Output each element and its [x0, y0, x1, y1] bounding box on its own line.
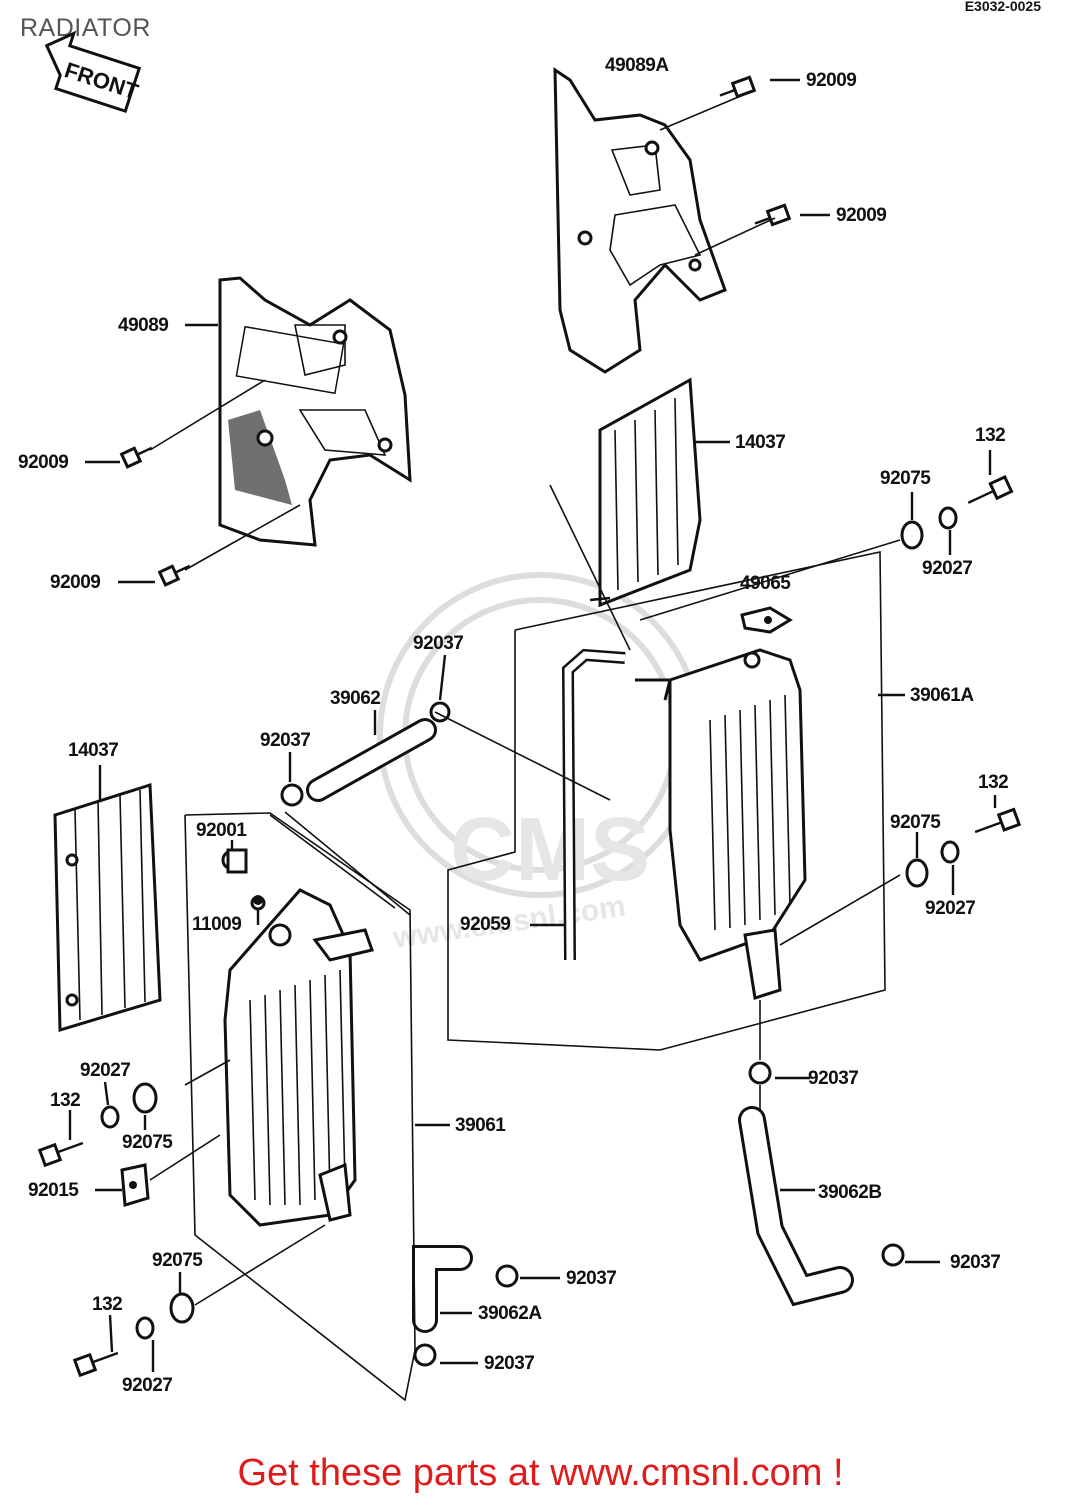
label-49089[interactable]: 49089 — [118, 315, 169, 336]
label-92027-d[interactable]: 92027 — [122, 1375, 173, 1396]
label-92001[interactable]: 92001 — [196, 820, 247, 841]
label-ticks — [68, 78, 997, 1372]
footer-link[interactable]: Get these parts at www.cmsnl.com ! — [237, 1452, 844, 1494]
grommet-92075-icons — [132, 520, 929, 1324]
hose-39062b — [738, 1106, 854, 1307]
breather-tube-92059 — [561, 648, 626, 961]
label-92009-b[interactable]: 92009 — [836, 205, 887, 226]
radiator-39061a — [635, 648, 807, 1000]
label-39062a[interactable]: 39062A — [478, 1303, 542, 1324]
label-132-d[interactable]: 132 — [92, 1294, 123, 1315]
label-92075-b[interactable]: 92075 — [890, 812, 941, 833]
label-92037-d[interactable]: 92037 — [950, 1252, 1001, 1273]
front-arrow-icon: FRONT — [44, 30, 142, 114]
label-92037-e[interactable]: 92037 — [566, 1268, 617, 1289]
shroud-49089a — [553, 67, 727, 374]
label-92027-c[interactable]: 92027 — [80, 1060, 131, 1081]
label-92015[interactable]: 92015 — [28, 1180, 79, 1201]
label-92009-d[interactable]: 92009 — [50, 572, 101, 593]
label-132-c[interactable]: 132 — [50, 1090, 81, 1111]
label-92075-c[interactable]: 92075 — [122, 1132, 173, 1153]
label-92059[interactable]: 92059 — [460, 914, 511, 935]
label-92037-b[interactable]: 92037 — [260, 730, 311, 751]
label-11009[interactable]: 11009 — [192, 914, 242, 935]
label-132-b[interactable]: 132 — [978, 772, 1009, 793]
label-39061a[interactable]: 39061A — [910, 685, 974, 706]
label-49065[interactable]: 49065 — [740, 573, 791, 594]
diagram-title: RADIATOR — [20, 14, 151, 42]
diagram-code: E3032-0025 — [964, 0, 1041, 14]
label-92037-a[interactable]: 92037 — [413, 633, 464, 654]
grille-14037-right — [589, 377, 702, 608]
label-92009-c[interactable]: 92009 — [18, 452, 69, 473]
bolt-132-icons — [37, 474, 1022, 1378]
label-92075-a[interactable]: 92075 — [880, 468, 931, 489]
label-14037-a[interactable]: 14037 — [735, 432, 786, 453]
label-92037-c[interactable]: 92037 — [808, 1068, 859, 1089]
label-14037-b[interactable]: 14037 — [68, 740, 119, 761]
label-39061[interactable]: 39061 — [455, 1115, 506, 1136]
label-92009-a[interactable]: 92009 — [806, 70, 857, 91]
label-49089a[interactable]: 49089A — [605, 55, 669, 76]
label-132-a[interactable]: 132 — [975, 425, 1006, 446]
label-92075-d[interactable]: 92075 — [152, 1250, 203, 1271]
label-92027-a[interactable]: 92027 — [922, 558, 973, 579]
leader-lines — [149, 89, 901, 1402]
shroud-49089 — [218, 276, 412, 547]
rubber-49065-icon — [740, 606, 793, 634]
label-39062b[interactable]: 39062B — [818, 1182, 882, 1203]
hose-39062 — [306, 718, 437, 802]
collar-92027-icons — [100, 506, 960, 1340]
label-39062[interactable]: 39062 — [330, 688, 381, 709]
watermark-cms: CMS — [450, 800, 650, 900]
label-92037-f[interactable]: 92037 — [484, 1353, 535, 1374]
cap-92001-icon — [226, 848, 263, 905]
hose-39062a — [412, 1245, 473, 1333]
radiator-39061 — [221, 849, 374, 1227]
grille-14037-left — [53, 782, 162, 1033]
clamp-92037-icons — [280, 701, 905, 1367]
clip-92015-icon — [120, 1163, 150, 1207]
label-92027-b[interactable]: 92027 — [925, 898, 976, 919]
